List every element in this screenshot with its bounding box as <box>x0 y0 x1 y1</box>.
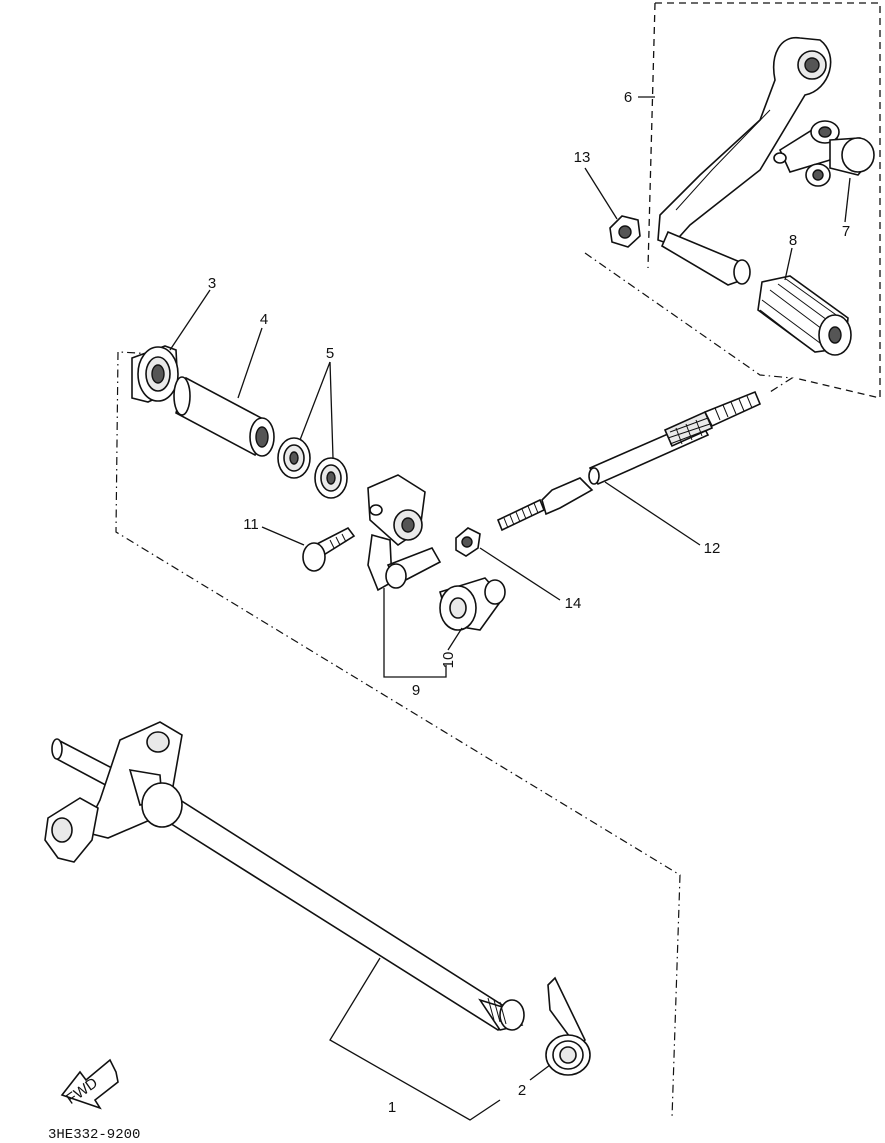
leader-lines <box>169 96 851 1121</box>
joint <box>773 120 875 187</box>
oil-seal <box>131 345 179 403</box>
bolt <box>302 526 356 572</box>
callout-12: 12 <box>704 540 721 557</box>
callout-3: 3 <box>208 275 216 292</box>
shift-pedal <box>657 37 832 286</box>
callout-2: 2 <box>518 1082 526 1099</box>
callout-11: 11 <box>243 516 259 533</box>
callout-9: 9 <box>412 682 420 699</box>
callout-4: 4 <box>260 311 268 328</box>
callout-8: 8 <box>789 232 797 249</box>
callout-1: 1 <box>388 1099 396 1116</box>
callout-7: 7 <box>842 223 850 240</box>
callout-labels: 1 2 3 4 5 6 7 8 9 10 11 12 13 14 <box>208 89 850 1116</box>
callout-13: 13 <box>574 149 591 166</box>
callout-14: 14 <box>565 595 582 612</box>
shift-rod <box>496 390 762 532</box>
collar <box>173 376 275 457</box>
drawing-code: 3HE332-9200 <box>48 1127 140 1143</box>
callout-6: 6 <box>624 89 632 106</box>
shift-arm <box>367 474 442 592</box>
shift-shaft <box>44 721 525 1032</box>
forward-direction-arrow: FWD <box>60 1058 119 1110</box>
torsion-spring <box>545 976 591 1076</box>
bearings <box>277 437 348 499</box>
joint-10 <box>439 577 506 631</box>
nut-13 <box>609 215 641 248</box>
pedal-rubber <box>757 275 852 356</box>
nut-14 <box>455 527 481 557</box>
callout-10: 10 <box>440 652 457 669</box>
callout-5: 5 <box>326 345 334 362</box>
pedal-assembly-dashed-box <box>647 2 881 399</box>
